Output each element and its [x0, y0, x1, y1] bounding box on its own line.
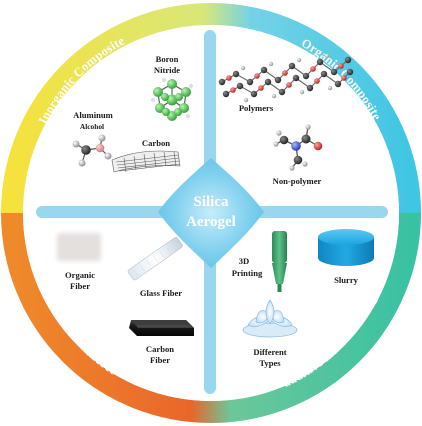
aluminum-alcohol-label-2: Alcohol — [80, 122, 104, 131]
3d-printing-label-2: Printing — [232, 268, 263, 278]
lotus-printed-shape — [242, 299, 298, 338]
non-polymer-molecule — [273, 124, 323, 171]
glass-fiber-rod — [127, 236, 183, 281]
carbon-fiber-block — [129, 320, 194, 336]
boron-nitride-label-1: Boron — [156, 54, 179, 64]
glass-fiber-label: Glass Fiber — [140, 288, 182, 298]
center-title-line1: Silica — [193, 194, 229, 210]
organic-fiber-label-2: Fiber — [70, 281, 90, 291]
different-types-label-1: Different — [253, 347, 286, 357]
3d-printing-label-1: 3D — [239, 256, 250, 266]
center-title-line2: Aerogel — [186, 214, 236, 230]
boron-nitride-molecule — [151, 78, 193, 121]
slurry-label: Slurry — [334, 275, 359, 285]
aluminum-alcohol-molecule — [72, 134, 112, 167]
center-badge: Silica Aerogel — [158, 158, 264, 268]
different-types-label-2: Types — [259, 358, 281, 368]
polymers-label: Polymers — [239, 103, 274, 113]
carbon-mesh — [111, 150, 181, 173]
non-polymer-label: Non-polymer — [273, 176, 322, 186]
organic-fiber-label-1: Organic — [65, 270, 95, 280]
carbon-label: Carbon — [142, 138, 170, 148]
carbon-fiber-label-1: Carbon — [146, 344, 174, 354]
carbon-fiber-label-2: Fiber — [150, 355, 170, 365]
boron-nitride-label-2: Nitride — [154, 65, 180, 75]
printing-nozzle — [272, 231, 287, 292]
organic-fiber-image — [57, 233, 101, 261]
slurry-cylinder — [318, 229, 374, 266]
polymer-molecule-chain — [218, 53, 354, 103]
aluminum-alcohol-label-1: Aluminum — [73, 110, 113, 120]
